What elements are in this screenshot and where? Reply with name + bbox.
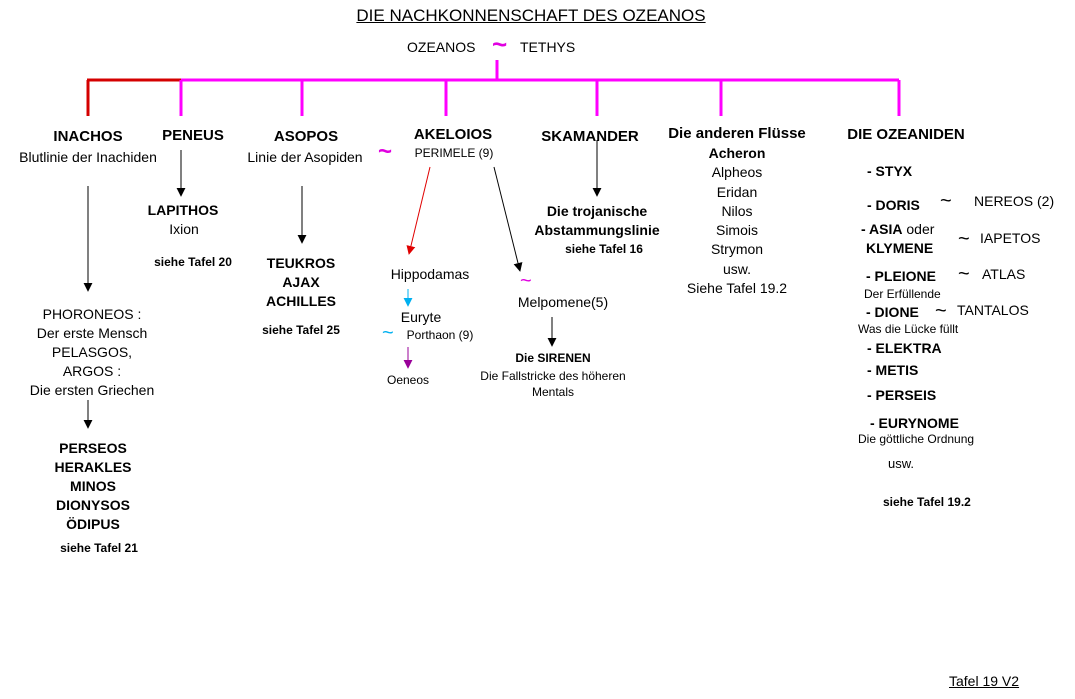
ozeanide-styx: - STYX	[867, 163, 913, 179]
asia-name: - ASIA	[861, 221, 903, 237]
descendant-name: TEUKROS	[266, 255, 336, 271]
sirenen-name: Die SIRENEN	[515, 351, 591, 365]
arrow-akeloios-hippodamas	[406, 166, 431, 255]
fluesse-name: Die anderen Flüsse	[668, 125, 806, 142]
sirenen-desc-line: Die Fallstricke des höheren	[480, 369, 626, 383]
euryte-name: Euryte	[400, 309, 442, 325]
marriage-tilde: ~	[492, 29, 508, 59]
ozeanide-elektra: - ELEKTRA	[867, 340, 942, 356]
iapetos-name: IAPETOS	[980, 230, 1041, 246]
inachos-descendants: PERSEOS HERAKLES MINOS DIONYSOS ÖDIPUS	[54, 439, 131, 534]
sirenen-desc-line: Mentals	[531, 385, 575, 399]
inachos-mid-line: Der erste Mensch	[36, 325, 148, 341]
river-name: Eridan	[716, 183, 758, 200]
inachos-mid-line: Die ersten Griechen	[29, 382, 155, 398]
river-name: Simois	[715, 222, 758, 239]
descendant-name: DIONYSOS	[56, 497, 130, 513]
peneus-ref: siehe Tafel 20	[154, 255, 232, 269]
atlas-name: ATLAS	[982, 266, 1026, 282]
asopos-ref: siehe Tafel 25	[262, 323, 340, 337]
melpomene-name: Melpomene(5)	[517, 294, 609, 310]
arrow-akeloios-melpomene	[493, 166, 523, 272]
oder-word: oder	[906, 221, 935, 237]
inachos-mid-line: ARGOS :	[62, 363, 122, 379]
dione-tilde: ~	[935, 300, 947, 322]
inachos-mid-line: PHORONEOS :	[42, 306, 142, 322]
sirenen-desc: Die Fallstricke des höheren Mentals	[480, 368, 625, 400]
descendant-name: HERAKLES	[54, 459, 132, 475]
river-name: Acheron	[708, 145, 766, 161]
descendant-name: ÖDIPUS	[66, 516, 120, 532]
oeneos-name: Oeneos	[386, 373, 430, 387]
doris-tilde: ~	[940, 190, 952, 212]
skamander-desc: Die trojanische Abstammungslinie	[534, 202, 659, 240]
ozeanide-dione: - DIONE	[866, 304, 919, 320]
river-name: usw.	[722, 260, 751, 277]
perimele-name: PERIMELE (9)	[414, 146, 494, 160]
river-name: Strymon	[710, 241, 764, 258]
pleione-desc: Der Erfüllende	[864, 287, 941, 301]
lapithos-name: LAPITHOS	[147, 202, 219, 218]
asopos-name: ASOPOS	[273, 128, 339, 145]
ixion-name: Ixion	[169, 221, 199, 237]
asopos-sub: Linie der Asopiden	[247, 149, 363, 165]
eurynome-desc: Die göttliche Ordnung	[858, 432, 975, 446]
inachos-name: INACHOS	[53, 128, 123, 145]
skamander-name: SKAMANDER	[541, 128, 639, 145]
descendant-name: MINOS	[70, 478, 116, 494]
ozeaniden-usw: usw.	[888, 456, 915, 471]
skamander-desc-line: Die trojanische	[546, 203, 648, 219]
river-name: Alpheos	[711, 164, 763, 181]
inachos-sub: Blutlinie der Inachiden	[19, 149, 157, 165]
fluesse-list: Acheron Alpheos Eridan Nilos Simois Stry…	[687, 144, 787, 298]
dione-desc: Was die Lücke füllt	[858, 322, 959, 336]
ozeaniden-name: DIE OZEANIDEN	[847, 126, 965, 143]
ozeanide-asia: - ASIA oder	[861, 221, 934, 237]
ozeanide-pleione: - PLEIONE	[866, 268, 937, 284]
peneus-name: PENEUS	[162, 127, 224, 144]
skamander-desc-line: Abstammungslinie	[534, 222, 660, 238]
river-name: Nilos	[721, 202, 753, 219]
inachos-mid: PHORONEOS : Der erste Mensch PELASGOS, A…	[30, 305, 155, 400]
nereos-name: NEREOS (2)	[974, 193, 1055, 209]
parent-tethys: TETHYS	[520, 39, 576, 55]
skamander-ref: siehe Tafel 16	[565, 242, 643, 256]
page-title: DIE NACHKONNENSCHAFT DES OZEANOS	[356, 6, 706, 25]
fluesse-ref: Siehe Tafel 19.2	[686, 280, 788, 297]
footer-label: Tafel 19 V2	[949, 673, 1020, 689]
ozeanide-perseis: - PERSEIS	[867, 387, 937, 403]
ozeanide-eurynome: - EURYNOME	[870, 415, 959, 431]
melpomene-tilde: ~	[520, 270, 532, 292]
pleione-tilde: ~	[958, 263, 970, 285]
ozeaniden-ref: siehe Tafel 19.2	[883, 495, 971, 509]
asopos-tilde: ~	[378, 138, 393, 165]
descendant-name: AJAX	[282, 274, 320, 290]
parent-ozeanos: OZEANOS	[407, 39, 476, 55]
euryte-tilde: ~	[382, 322, 394, 344]
descendant-name: PERSEOS	[59, 440, 127, 456]
ozeanide-metis: - METIS	[867, 362, 919, 378]
porthaon-name: Porthaon (9)	[406, 328, 474, 342]
klymene-tilde: ~	[958, 228, 970, 250]
tantalos-name: TANTALOS	[957, 302, 1029, 318]
inachos-mid-line: PELASGOS,	[51, 344, 133, 360]
inachos-ref: siehe Tafel 21	[60, 541, 138, 555]
ozeanide-klymene: KLYMENE	[866, 240, 934, 256]
akeloios-name: AKELOIOS	[413, 126, 493, 143]
descendant-name: ACHILLES	[266, 293, 336, 309]
ozeanide-doris: - DORIS	[867, 197, 920, 213]
asopos-descendants: TEUKROS AJAX ACHILLES	[266, 254, 336, 311]
hippodamas-name: Hippodamas	[390, 266, 470, 282]
